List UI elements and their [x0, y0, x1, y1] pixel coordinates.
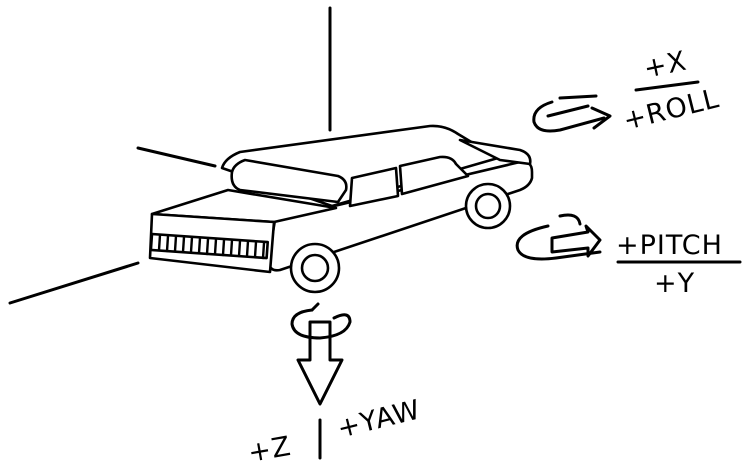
car-front-wheel: [289, 242, 341, 294]
car-rear-wheel: [464, 182, 512, 230]
axis-lines: [8, 6, 332, 460]
pitch-rotation-arrow: [515, 213, 602, 261]
car-side-window-front: [348, 166, 400, 208]
car-windshield: [230, 158, 348, 204]
x-label: +X: [641, 46, 690, 85]
car-trunk: [458, 138, 532, 166]
roll-rotation-arrow: [532, 94, 612, 133]
x-roll-divider: [634, 80, 700, 92]
left-axis-line-lower: [8, 261, 140, 305]
car-side-window-rear: [398, 155, 470, 196]
car-grille-bars: [157, 233, 266, 260]
car-illustration: [148, 124, 534, 294]
left-axis-line-upper: [136, 146, 217, 168]
z-label: +Z: [246, 431, 294, 469]
y-label: +Y: [654, 268, 695, 299]
yaw-label: +YAW: [334, 394, 424, 445]
yaw-rotation-arrow: [290, 302, 352, 340]
pitch-label: +PITCH: [616, 230, 723, 261]
z-axis-arrow: [296, 320, 344, 406]
